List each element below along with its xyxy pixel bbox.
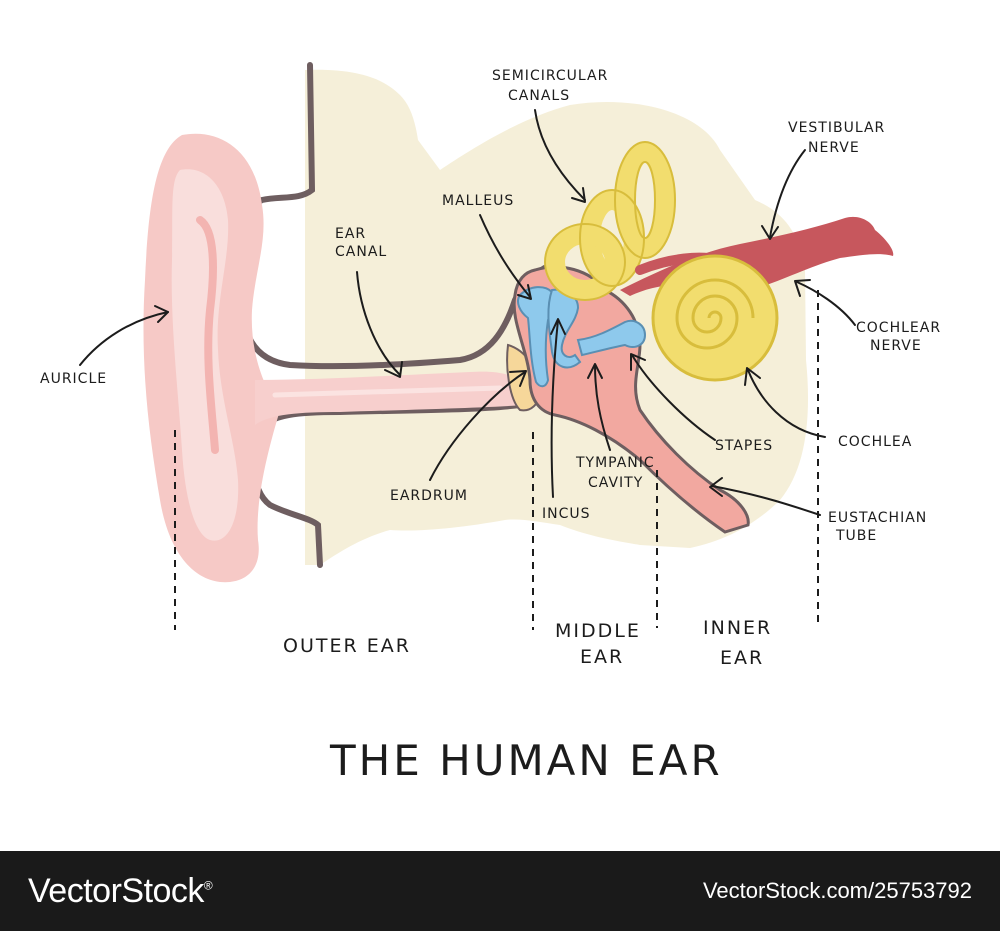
- cochlea-shape: [651, 254, 779, 382]
- ear-canal-shape: [255, 371, 525, 425]
- label-semicircular-1: SEMICIRCULAR: [492, 68, 608, 84]
- brand-name: VectorStock: [28, 871, 204, 910]
- label-tympanic-1: TYMPANIC: [575, 455, 655, 471]
- arrow-semicircular: [534, 109, 586, 201]
- label-auricle: AURICLE: [40, 371, 107, 387]
- label-cochlear-nerve-2: NERVE: [870, 338, 922, 354]
- label-ear-canal-1: EAR: [335, 226, 366, 242]
- section-inner-ear-2: EAR: [720, 647, 764, 669]
- brand-logo: VectorStock®: [28, 871, 213, 911]
- section-outer-ear: OUTER EAR: [283, 635, 411, 657]
- watermark-footer: VectorStock® VectorStock.com/25753792: [0, 851, 1000, 931]
- arrow-eardrum: [429, 371, 526, 481]
- arrow-auricle: [79, 311, 169, 366]
- arrow-tympanic: [594, 364, 611, 451]
- ear-diagram: AURICLE EAR CANAL SEMICIRCULAR CANALS MA…: [40, 62, 941, 785]
- arrow-vestibular: [769, 149, 806, 238]
- label-semicircular-2: CANALS: [508, 88, 570, 104]
- arrow-incus: [550, 319, 559, 498]
- trademark-mark: ®: [203, 878, 213, 893]
- ear-diagram-svg: AURICLE EAR CANAL SEMICIRCULAR CANALS MA…: [40, 62, 941, 785]
- label-incus: INCUS: [542, 506, 591, 522]
- label-eardrum: EARDRUM: [390, 488, 468, 504]
- label-cochlea: COCHLEA: [838, 434, 912, 450]
- diagram-title: THE HUMAN EAR: [329, 736, 723, 785]
- label-stapes: STAPES: [715, 438, 773, 454]
- stapes-shape: [576, 319, 647, 357]
- arrow-cochlea: [747, 369, 826, 438]
- semicircular-canals-shape: [545, 142, 675, 300]
- label-ear-canal-2: CANAL: [335, 244, 387, 260]
- section-inner-ear-1: INNER: [703, 617, 772, 639]
- label-vestibular-1: VESTIBULAR: [788, 120, 885, 136]
- section-middle-ear-2: EAR: [580, 646, 624, 668]
- section-middle-ear-1: MIDDLE: [555, 620, 641, 642]
- label-vestibular-2: NERVE: [808, 140, 860, 156]
- arrow-eustachian: [711, 485, 821, 516]
- arrow-malleus: [479, 214, 531, 298]
- auricle-inner: [196, 216, 219, 454]
- label-eustachian-2: TUBE: [835, 528, 877, 544]
- arrow-stapes: [631, 354, 716, 441]
- callout-arrows: [79, 109, 856, 516]
- ear-canal-highlight: [272, 385, 503, 398]
- arrow-cochlear-nerve: [796, 281, 856, 326]
- label-malleus: MALLEUS: [442, 193, 514, 209]
- label-cochlear-nerve-1: COCHLEAR: [856, 320, 941, 336]
- label-tympanic-2: CAVITY: [588, 475, 643, 491]
- label-eustachian-1: EUSTACHIAN: [828, 510, 927, 526]
- arrow-ear-canal: [356, 271, 401, 376]
- image-id: VectorStock.com/25753792: [702, 878, 972, 903]
